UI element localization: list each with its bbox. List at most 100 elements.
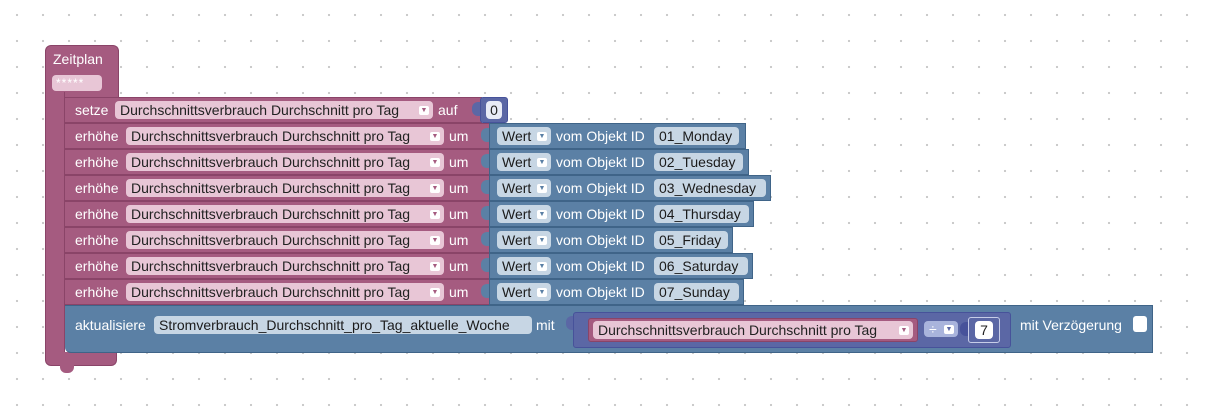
increase-variable-block[interactable]: erhöhe Durchschnittsverbrauch Durchschni… (65, 123, 490, 149)
by-label: um (449, 232, 469, 248)
attribute-dropdown[interactable]: Wert ▼ (497, 179, 551, 197)
triangle-down-icon: ▼ (944, 325, 954, 334)
increase-variable-block[interactable]: erhöhe Durchschnittsverbrauch Durchschni… (65, 201, 490, 227)
attribute-dropdown[interactable]: Wert ▼ (497, 205, 551, 223)
attribute-dropdown-label: Wert (502, 128, 532, 144)
get-state-block[interactable]: Wert ▼ vom Objekt ID 01_Monday (489, 123, 746, 149)
value-socket-connector (481, 232, 491, 246)
variable-dropdown-label: Durchschnittsverbrauch Durchschnitt pro … (131, 258, 411, 274)
by-label: um (449, 154, 469, 170)
increase-keyword: erhöhe (75, 232, 119, 248)
by-label: um (449, 180, 469, 196)
get-state-block[interactable]: Wert ▼ vom Objekt ID 03_Wednesday (489, 175, 771, 201)
number-block[interactable]: 0 (480, 97, 508, 123)
triangle-down-icon: ▼ (537, 158, 547, 167)
attribute-dropdown[interactable]: Wert ▼ (497, 231, 551, 249)
variable-get-block[interactable]: Durchschnittsverbrauch Durchschnitt pro … (588, 318, 918, 342)
variable-dropdown[interactable]: Durchschnittsverbrauch Durchschnitt pro … (126, 205, 444, 223)
get-state-block[interactable]: Wert ▼ vom Objekt ID 05_Friday (489, 227, 733, 253)
delay-checkbox[interactable] (1133, 316, 1147, 332)
state-id-field[interactable]: Stromverbrauch_Durchschnitt_pro_Tag_aktu… (154, 316, 532, 334)
variable-dropdown[interactable]: Durchschnittsverbrauch Durchschnitt pro … (126, 231, 444, 249)
object-id-label: vom Objekt ID (556, 232, 645, 248)
triangle-down-icon: ▼ (419, 106, 429, 115)
variable-dropdown-label: Durchschnittsverbrauch Durchschnitt pro … (131, 128, 411, 144)
schedule-block-spine (45, 92, 65, 356)
get-state-block[interactable]: Wert ▼ vom Objekt ID 02_Tuesday (489, 149, 749, 175)
increase-variable-block[interactable]: erhöhe Durchschnittsverbrauch Durchschni… (65, 149, 490, 175)
set-variable-block[interactable]: setze Durchschnittsverbrauch Durchschnit… (65, 97, 482, 123)
increase-variable-block[interactable]: erhöhe Durchschnittsverbrauch Durchschni… (65, 227, 490, 253)
attribute-dropdown-label: Wert (502, 180, 532, 196)
object-id-field[interactable]: 01_Monday (654, 127, 739, 145)
set-keyword: setze (75, 102, 109, 118)
increase-variable-block[interactable]: erhöhe Durchschnittsverbrauch Durchschni… (65, 279, 490, 305)
increase-variable-block[interactable]: erhöhe Durchschnittsverbrauch Durchschni… (65, 175, 490, 201)
value-socket-connector (960, 322, 968, 336)
variable-dropdown[interactable]: Durchschnittsverbrauch Durchschnitt pro … (593, 321, 913, 339)
attribute-dropdown[interactable]: Wert ▼ (497, 257, 551, 275)
increase-keyword: erhöhe (75, 258, 119, 274)
schedule-block-footer (45, 352, 117, 366)
increase-keyword: erhöhe (75, 206, 119, 222)
object-id-label: vom Objekt ID (556, 154, 645, 170)
increase-keyword: erhöhe (75, 180, 119, 196)
attribute-dropdown[interactable]: Wert ▼ (497, 283, 551, 301)
with-label: mit (536, 317, 555, 333)
triangle-down-icon: ▼ (430, 158, 440, 167)
triangle-down-icon: ▼ (537, 132, 547, 141)
triangle-down-icon: ▼ (430, 262, 440, 271)
cron-field[interactable]: ***** (52, 75, 102, 91)
value-socket-connector (481, 206, 491, 220)
increase-keyword: erhöhe (75, 128, 119, 144)
operator-dropdown[interactable]: ÷ ▼ (924, 321, 958, 337)
variable-dropdown[interactable]: Durchschnittsverbrauch Durchschnitt pro … (115, 101, 433, 119)
object-id-field[interactable]: 04_Thursday (654, 205, 749, 223)
value-socket-connector (481, 180, 491, 194)
object-id-label: vom Objekt ID (556, 180, 645, 196)
get-state-block[interactable]: Wert ▼ vom Objekt ID 06_Saturday (489, 253, 753, 279)
increase-variable-block[interactable]: erhöhe Durchschnittsverbrauch Durchschni… (65, 253, 490, 279)
object-id-field[interactable]: 06_Saturday (654, 257, 748, 275)
operator-dropdown-label: ÷ (929, 321, 937, 337)
variable-dropdown[interactable]: Durchschnittsverbrauch Durchschnitt pro … (126, 179, 444, 197)
triangle-down-icon: ▼ (537, 210, 547, 219)
number-block[interactable]: 7 (968, 317, 1000, 343)
variable-dropdown[interactable]: Durchschnittsverbrauch Durchschnitt pro … (126, 127, 444, 145)
value-socket-connector (481, 258, 491, 272)
value-socket-connector (481, 154, 491, 168)
variable-dropdown[interactable]: Durchschnittsverbrauch Durchschnitt pro … (126, 153, 444, 171)
attribute-dropdown-label: Wert (502, 206, 532, 222)
variable-dropdown[interactable]: Durchschnittsverbrauch Durchschnitt pro … (126, 257, 444, 275)
attribute-dropdown-label: Wert (502, 258, 532, 274)
variable-dropdown-label: Durchschnittsverbrauch Durchschnitt pro … (131, 284, 411, 300)
number-field[interactable]: 7 (975, 321, 993, 339)
object-id-field[interactable]: 07_Sunday (654, 283, 739, 301)
object-id-field[interactable]: 03_Wednesday (654, 179, 766, 197)
triangle-down-icon: ▼ (899, 326, 909, 335)
get-state-block[interactable]: Wert ▼ vom Objekt ID 07_Sunday (489, 279, 744, 305)
block-bottom-notch (60, 365, 74, 373)
number-field[interactable]: 0 (486, 101, 502, 119)
attribute-dropdown[interactable]: Wert ▼ (497, 153, 551, 171)
triangle-down-icon: ▼ (430, 288, 440, 297)
triangle-down-icon: ▼ (430, 210, 440, 219)
attribute-dropdown-label: Wert (502, 284, 532, 300)
object-id-field[interactable]: 05_Friday (654, 231, 728, 249)
object-id-label: vom Objekt ID (556, 284, 645, 300)
object-id-label: vom Objekt ID (556, 206, 645, 222)
object-id-field[interactable]: 02_Tuesday (654, 153, 743, 171)
attribute-dropdown[interactable]: Wert ▼ (497, 127, 551, 145)
triangle-down-icon: ▼ (537, 184, 547, 193)
variable-dropdown[interactable]: Durchschnittsverbrauch Durchschnitt pro … (126, 283, 444, 301)
schedule-title: Zeitplan (53, 51, 103, 67)
variable-dropdown-label: Durchschnittsverbrauch Durchschnitt pro … (131, 154, 411, 170)
increase-keyword: erhöhe (75, 154, 119, 170)
triangle-down-icon: ▼ (537, 262, 547, 271)
math-arithmetic-block[interactable]: Durchschnittsverbrauch Durchschnitt pro … (573, 312, 1011, 348)
by-label: um (449, 128, 469, 144)
to-label: auf (438, 102, 458, 118)
by-label: um (449, 206, 469, 222)
get-state-block[interactable]: Wert ▼ vom Objekt ID 04_Thursday (489, 201, 754, 227)
